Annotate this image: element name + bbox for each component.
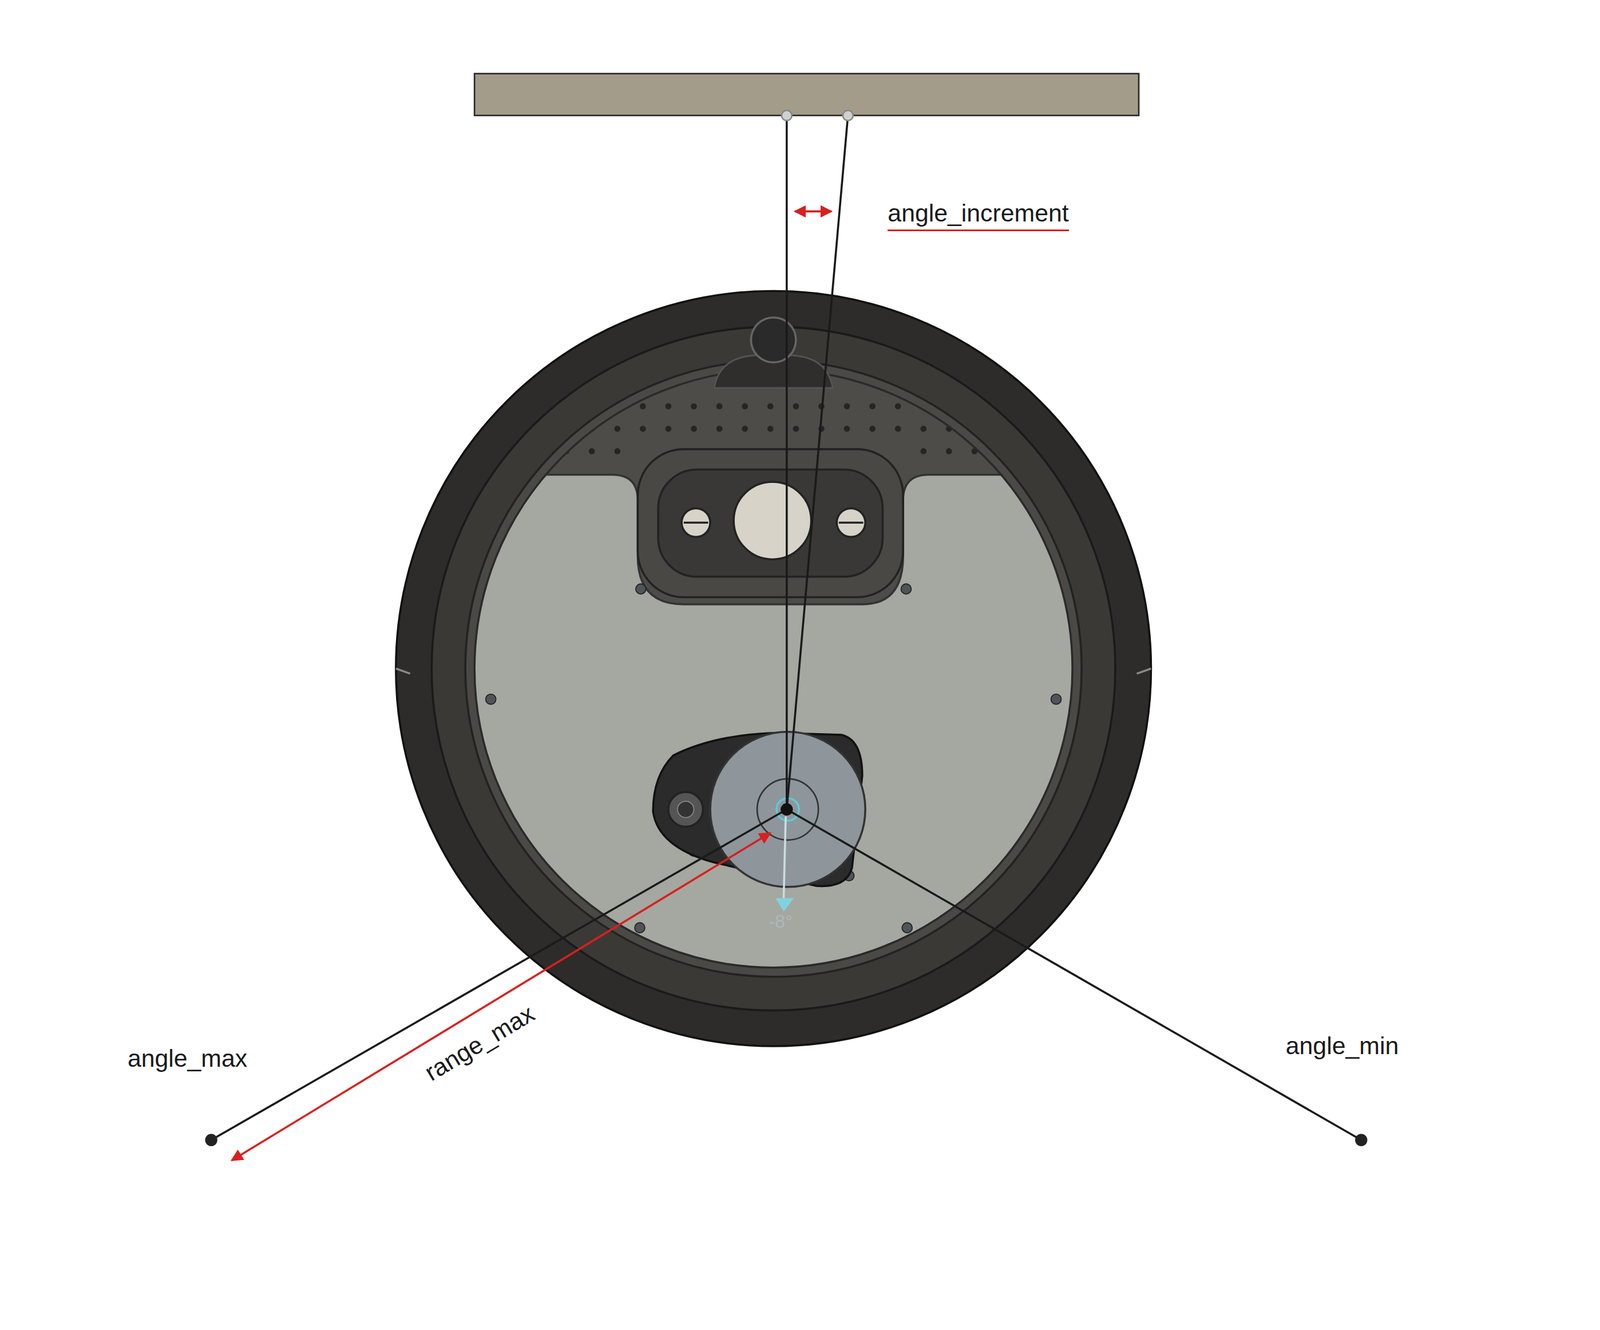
hit-point	[842, 110, 854, 121]
vent-dot	[563, 425, 570, 433]
plate-edge	[474, 369, 1073, 968]
increment-arrow	[794, 210, 832, 213]
vent-dot	[614, 425, 621, 433]
vent-dot	[793, 425, 800, 433]
vent-dot	[793, 403, 800, 410]
vent-dot	[690, 425, 697, 433]
endpoint-dot	[1355, 1133, 1368, 1146]
screws	[485, 583, 1062, 933]
vent-dot	[767, 403, 774, 410]
plate-grey	[469, 474, 1082, 980]
vent-dot	[690, 403, 697, 410]
vent-dot	[869, 425, 876, 433]
vent-dot	[614, 448, 621, 455]
vent-dot	[665, 403, 672, 410]
endpoint-dot	[204, 1133, 217, 1146]
vent-dot	[741, 403, 748, 410]
vent-dot	[920, 448, 927, 455]
vent-dot	[945, 403, 953, 410]
screw	[901, 922, 913, 933]
vent-dot	[665, 425, 672, 433]
lidar-center	[780, 803, 793, 816]
robot-shell	[395, 290, 1152, 1047]
vent-dot	[639, 425, 647, 433]
vent-dot	[588, 403, 596, 410]
camera-led	[836, 508, 866, 537]
heading-line	[783, 816, 786, 899]
vent-dots	[563, 403, 978, 455]
vent-dot	[971, 403, 978, 410]
vent-dot	[716, 403, 723, 410]
vent-dot	[588, 448, 596, 455]
increment-label: angle_increment	[887, 200, 1069, 232]
led-slot	[683, 521, 709, 524]
robot-plate	[469, 362, 1082, 980]
hit-point	[781, 110, 792, 121]
screw	[635, 583, 647, 594]
screw	[634, 922, 645, 933]
robot-ring	[431, 326, 1116, 1011]
screw	[485, 694, 497, 705]
vent-dot	[869, 403, 876, 410]
vent-dot	[894, 425, 902, 433]
vent-dot	[614, 403, 621, 410]
camera-housing	[637, 449, 904, 598]
scan-limit-ray	[211, 809, 787, 1140]
range-arrow	[231, 832, 771, 1160]
angle-min-label: angle_min	[1285, 1033, 1399, 1059]
shell-seam	[1136, 668, 1151, 674]
scan-ray	[785, 115, 788, 810]
angle-max-label: angle_max	[127, 1046, 248, 1071]
camera-lens	[733, 481, 812, 560]
vent-dot	[844, 403, 851, 410]
lidar-motor-hub	[677, 801, 695, 818]
scan-limit-ray	[786, 809, 1362, 1140]
vent-dot	[716, 425, 723, 433]
vent-dot	[767, 425, 774, 433]
heading-marker	[775, 897, 794, 912]
vent-dot	[894, 403, 902, 410]
vent-dot	[563, 403, 570, 410]
vent-dot	[741, 425, 748, 433]
range-label: range_max	[420, 1000, 539, 1085]
heading-angle-label: -8°	[768, 912, 792, 931]
lidar-motor	[668, 791, 704, 827]
screw	[901, 583, 912, 594]
screw	[1051, 694, 1062, 705]
vent-dot	[920, 425, 927, 433]
wall	[474, 73, 1139, 116]
vent-dot	[945, 448, 953, 455]
scan-ray	[786, 115, 849, 810]
camera-module	[658, 469, 883, 577]
shell-seam	[395, 668, 411, 674]
camera-led	[681, 508, 711, 537]
vent-dot	[639, 403, 647, 410]
vent-dot	[844, 425, 851, 433]
front-sensor	[750, 317, 796, 363]
led-slot	[838, 521, 864, 524]
vent-dot	[971, 425, 978, 433]
